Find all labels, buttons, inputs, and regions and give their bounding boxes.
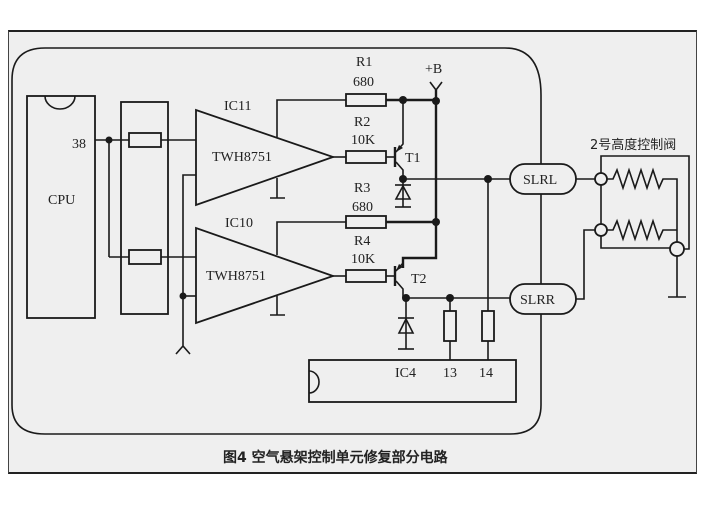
diode-d2 xyxy=(397,298,415,350)
ground-symbol xyxy=(270,178,285,199)
slrr-label: SLRR xyxy=(520,293,556,308)
ic4-pin-13: 13 xyxy=(443,366,457,381)
ic11-label: IC11 xyxy=(224,99,251,114)
slrl-label: SLRL xyxy=(523,173,557,188)
transistor-t1: T1 xyxy=(386,100,421,179)
cpu-pin-38: 38 xyxy=(72,137,86,152)
resistor-network-r-top xyxy=(128,132,162,148)
valve-housing xyxy=(600,155,690,250)
valve-terminal xyxy=(594,172,608,186)
r2-value: 10K xyxy=(351,133,375,148)
resistor-r4 xyxy=(345,269,387,283)
resistor-r3 xyxy=(345,215,387,229)
r3-label: R3 xyxy=(354,181,370,196)
resistor-r1 xyxy=(345,93,387,107)
supply-label: +B xyxy=(425,62,442,77)
r3-value: 680 xyxy=(352,200,373,215)
r1-value: 680 xyxy=(353,75,374,90)
ic11-part: TWH8751 xyxy=(212,150,272,165)
cpu-label: CPU xyxy=(48,193,75,208)
ic4-label: IC4 xyxy=(395,366,416,381)
valve-terminal xyxy=(669,241,685,257)
r4-label: R4 xyxy=(354,234,370,249)
junction-dot xyxy=(432,218,440,226)
resistor-r2 xyxy=(345,150,387,164)
valve-terminal xyxy=(594,223,608,237)
junction-dot xyxy=(432,97,440,105)
resistor-network-r-bottom xyxy=(128,249,162,265)
ic11-amplifier: IC11 TWH8751 xyxy=(195,99,336,207)
solenoid-coil-1 xyxy=(607,167,678,242)
valve-label: 2号高度控制阀 xyxy=(590,137,676,153)
ground-symbol xyxy=(270,296,285,316)
supply-terminal-icon xyxy=(429,81,443,92)
ic10-label: IC10 xyxy=(225,216,253,231)
cpu-chip: CPU 38 xyxy=(26,95,96,319)
solenoid-coil-2 xyxy=(607,218,677,242)
ic4-chip: IC4 13 14 xyxy=(308,359,517,403)
ic10-amplifier: IC10 TWH8751 xyxy=(195,216,336,325)
transistor-t2: T2 xyxy=(386,258,427,298)
t2-label: T2 xyxy=(411,272,427,287)
ic4-pin-14: 14 xyxy=(479,366,493,381)
chassis-ground-symbol xyxy=(175,340,191,355)
r2-label: R2 xyxy=(354,115,370,130)
ic10-part: TWH8751 xyxy=(206,269,266,284)
sense-resistor-13 xyxy=(443,310,457,342)
junction-dot xyxy=(179,292,187,300)
ground-symbol xyxy=(668,256,686,298)
r1-label: R1 xyxy=(356,55,372,70)
connector-slrr: SLRR xyxy=(509,283,577,315)
diode-d1 xyxy=(394,179,412,208)
figure-caption: 图4 空气悬架控制单元修复部分电路 xyxy=(223,449,449,466)
control-unit-enclosure xyxy=(11,47,542,435)
connector-slrl: SLRL xyxy=(509,163,577,195)
sense-resistor-14 xyxy=(481,310,495,342)
t1-label: T1 xyxy=(405,151,421,166)
r4-value: 10K xyxy=(351,252,375,267)
